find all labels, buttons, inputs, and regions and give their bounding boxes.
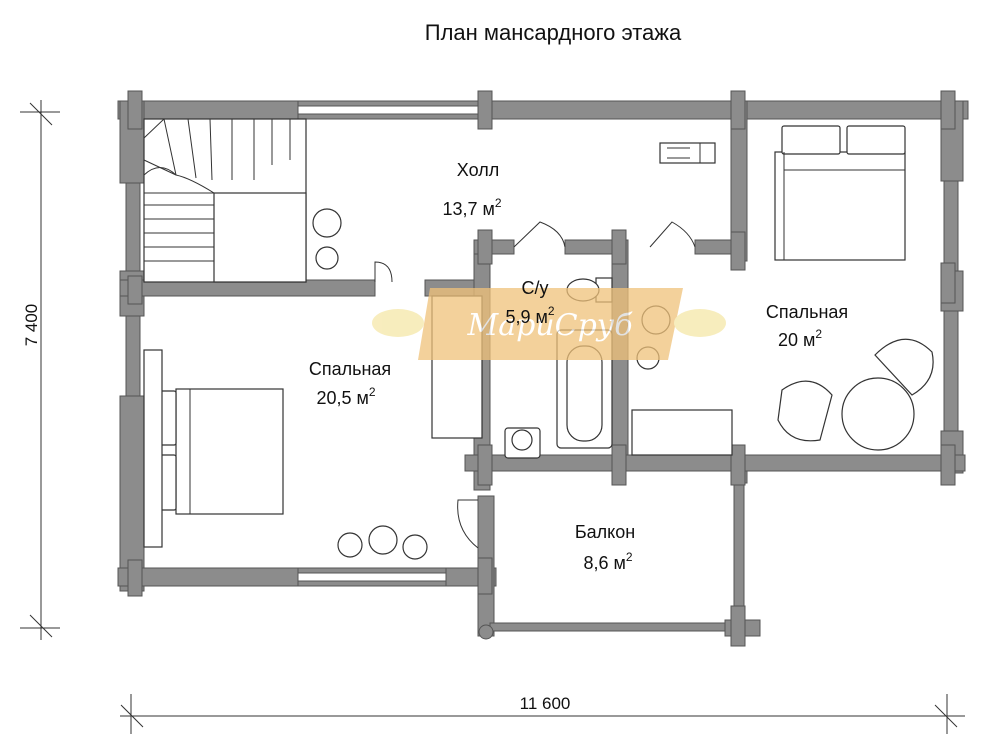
room-area-bedroom-right: 20 м2 bbox=[778, 327, 822, 350]
dimension-vertical: 7 400 bbox=[20, 100, 60, 640]
dimension-horizontal: 11 600 bbox=[120, 694, 965, 734]
wall-left-window-1 bbox=[125, 182, 141, 272]
room-name-bedroom-left: Спальная bbox=[309, 359, 391, 379]
room-area-hall: 13,7 м2 bbox=[442, 196, 501, 219]
wall-balcony-right bbox=[733, 482, 745, 624]
dimension-height: 7 400 bbox=[22, 304, 41, 347]
wall-top-window-inner bbox=[297, 113, 484, 120]
wall-bath-bottom bbox=[464, 454, 966, 472]
room-name-bath: С/у bbox=[522, 278, 549, 298]
room-name-hall: Холл bbox=[457, 160, 499, 180]
wall-top-window bbox=[297, 100, 484, 107]
wall-left-window-2 bbox=[125, 315, 141, 397]
room-area-balcony: 8,6 м2 bbox=[583, 550, 632, 573]
wall-right-window-2 bbox=[943, 310, 959, 432]
hall-item bbox=[659, 142, 716, 164]
room-name-balcony: Балкон bbox=[575, 522, 635, 542]
bedroom-right-furniture bbox=[631, 338, 934, 456]
watermark-logo: МариСруб bbox=[372, 288, 726, 360]
wall-top-left bbox=[117, 100, 299, 120]
wall-bottom-window-inner bbox=[297, 580, 447, 587]
bed-left bbox=[143, 349, 284, 548]
log-posts bbox=[127, 90, 956, 647]
wall-bottom-window bbox=[297, 567, 447, 574]
bed-right bbox=[774, 125, 906, 261]
wall-left-3 bbox=[119, 395, 145, 592]
room-area-bath: 5,9 м2 bbox=[505, 304, 554, 327]
room-area-bedroom-left: 20,5 м2 bbox=[316, 385, 375, 408]
walls bbox=[117, 100, 969, 637]
plan-title: План мансардного этажа bbox=[425, 20, 682, 45]
wall-right-window-1 bbox=[943, 180, 959, 272]
dimension-width: 11 600 bbox=[520, 694, 571, 713]
room-labels: Холл 13,7 м2 С/у 5,9 м2 Спальная 20 м2 С… bbox=[309, 160, 848, 573]
staircase bbox=[143, 118, 307, 283]
wall-balcony-bottom bbox=[489, 622, 726, 632]
wall-bottom-left bbox=[117, 567, 299, 587]
doors bbox=[374, 221, 696, 549]
room-name-bedroom-right: Спальная bbox=[766, 302, 848, 322]
wall-top-right bbox=[482, 100, 969, 120]
watermark-text: МариСруб bbox=[467, 308, 634, 343]
